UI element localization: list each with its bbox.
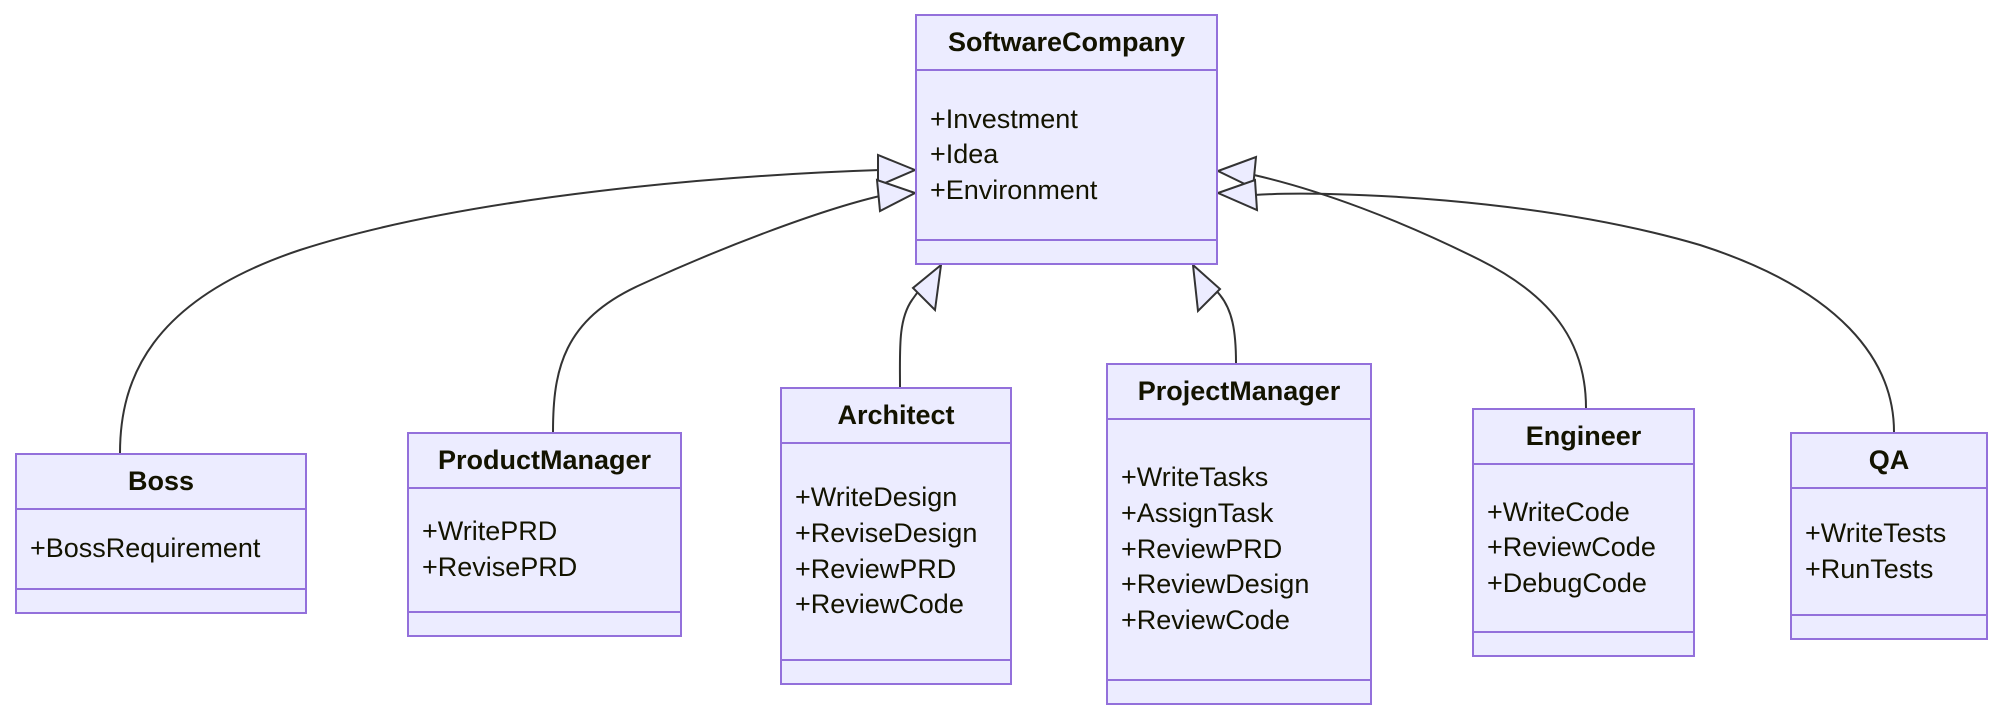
class-members-software-company: +Investment +Idea +Environment — [917, 71, 1216, 241]
class-box-architect[interactable]: Architect +WriteDesign +ReviseDesign +Re… — [780, 387, 1012, 685]
class-methods-project-manager — [1108, 681, 1370, 703]
member-row: +RevisePRD — [422, 552, 578, 582]
member-row: +ReviewCode — [795, 589, 964, 620]
member-row: +Idea — [930, 139, 999, 170]
class-box-product-manager[interactable]: ProductManager +WritePRD +RevisePRD — [407, 432, 682, 637]
class-box-boss[interactable]: Boss +BossRequirement — [15, 453, 307, 614]
member-row: +WriteCode — [1487, 496, 1630, 527]
class-methods-software-company — [917, 241, 1216, 263]
class-box-project-manager[interactable]: ProjectManager +WriteTasks +AssignTask +… — [1106, 363, 1372, 705]
member-row: +BossRequirement — [30, 533, 261, 564]
member-row: +Investment — [930, 103, 1078, 134]
class-methods-architect — [782, 661, 1010, 683]
member-row: +ReviewCode — [1487, 532, 1656, 563]
class-box-qa[interactable]: QA +WriteTests +RunTests — [1790, 432, 1988, 640]
member-row: +ReviewCode — [1121, 604, 1290, 635]
class-title-architect: Architect — [782, 389, 1010, 444]
edge-architect-to-softwarecompany — [898, 262, 943, 388]
member-row: +Environment — [930, 174, 1098, 205]
class-members-boss: +BossRequirement — [17, 510, 305, 590]
member-row: +ReviewPRD — [795, 553, 957, 584]
member-row: +RunTests — [1805, 553, 1934, 584]
member-row: +AssignTask — [1121, 498, 1274, 529]
member-row: +WriteTests — [1805, 517, 1947, 548]
class-methods-product-manager — [409, 613, 680, 635]
member-row: +ReviseDesign — [795, 517, 978, 548]
member-row: +WriteTasks — [1121, 462, 1269, 493]
class-members-qa: +WriteTests +RunTests — [1792, 489, 1986, 616]
class-title-project-manager: ProjectManager — [1108, 365, 1370, 420]
member-row: +WriteDesign — [795, 482, 958, 513]
class-members-product-manager: +WritePRD +RevisePRD — [409, 489, 680, 613]
class-title-qa: QA — [1792, 434, 1986, 489]
member-row: +ReviewDesign — [1121, 569, 1310, 600]
class-members-architect: +WriteDesign +ReviseDesign +ReviewPRD +R… — [782, 444, 1010, 661]
class-title-software-company: SoftwareCompany — [917, 16, 1216, 71]
class-members-project-manager: +WriteTasks +AssignTask +ReviewPRD +Revi… — [1108, 420, 1370, 681]
class-title-boss: Boss — [17, 455, 305, 510]
member-row: +DebugCode — [1487, 567, 1647, 598]
class-methods-qa — [1792, 616, 1986, 638]
class-box-engineer[interactable]: Engineer +WriteCode +ReviewCode +DebugCo… — [1472, 408, 1695, 657]
class-members-engineer: +WriteCode +ReviewCode +DebugCode — [1474, 465, 1693, 633]
member-row: +ReviewPRD — [1121, 533, 1283, 564]
class-box-software-company[interactable]: SoftwareCompany +Investment +Idea +Envir… — [915, 14, 1218, 265]
class-methods-engineer — [1474, 633, 1693, 655]
class-title-engineer: Engineer — [1474, 410, 1693, 465]
edge-projectmanager-to-softwarecompany — [1191, 262, 1237, 364]
class-title-product-manager: ProductManager — [409, 434, 680, 489]
class-methods-boss — [17, 590, 305, 612]
member-row: +WritePRD — [422, 516, 558, 547]
